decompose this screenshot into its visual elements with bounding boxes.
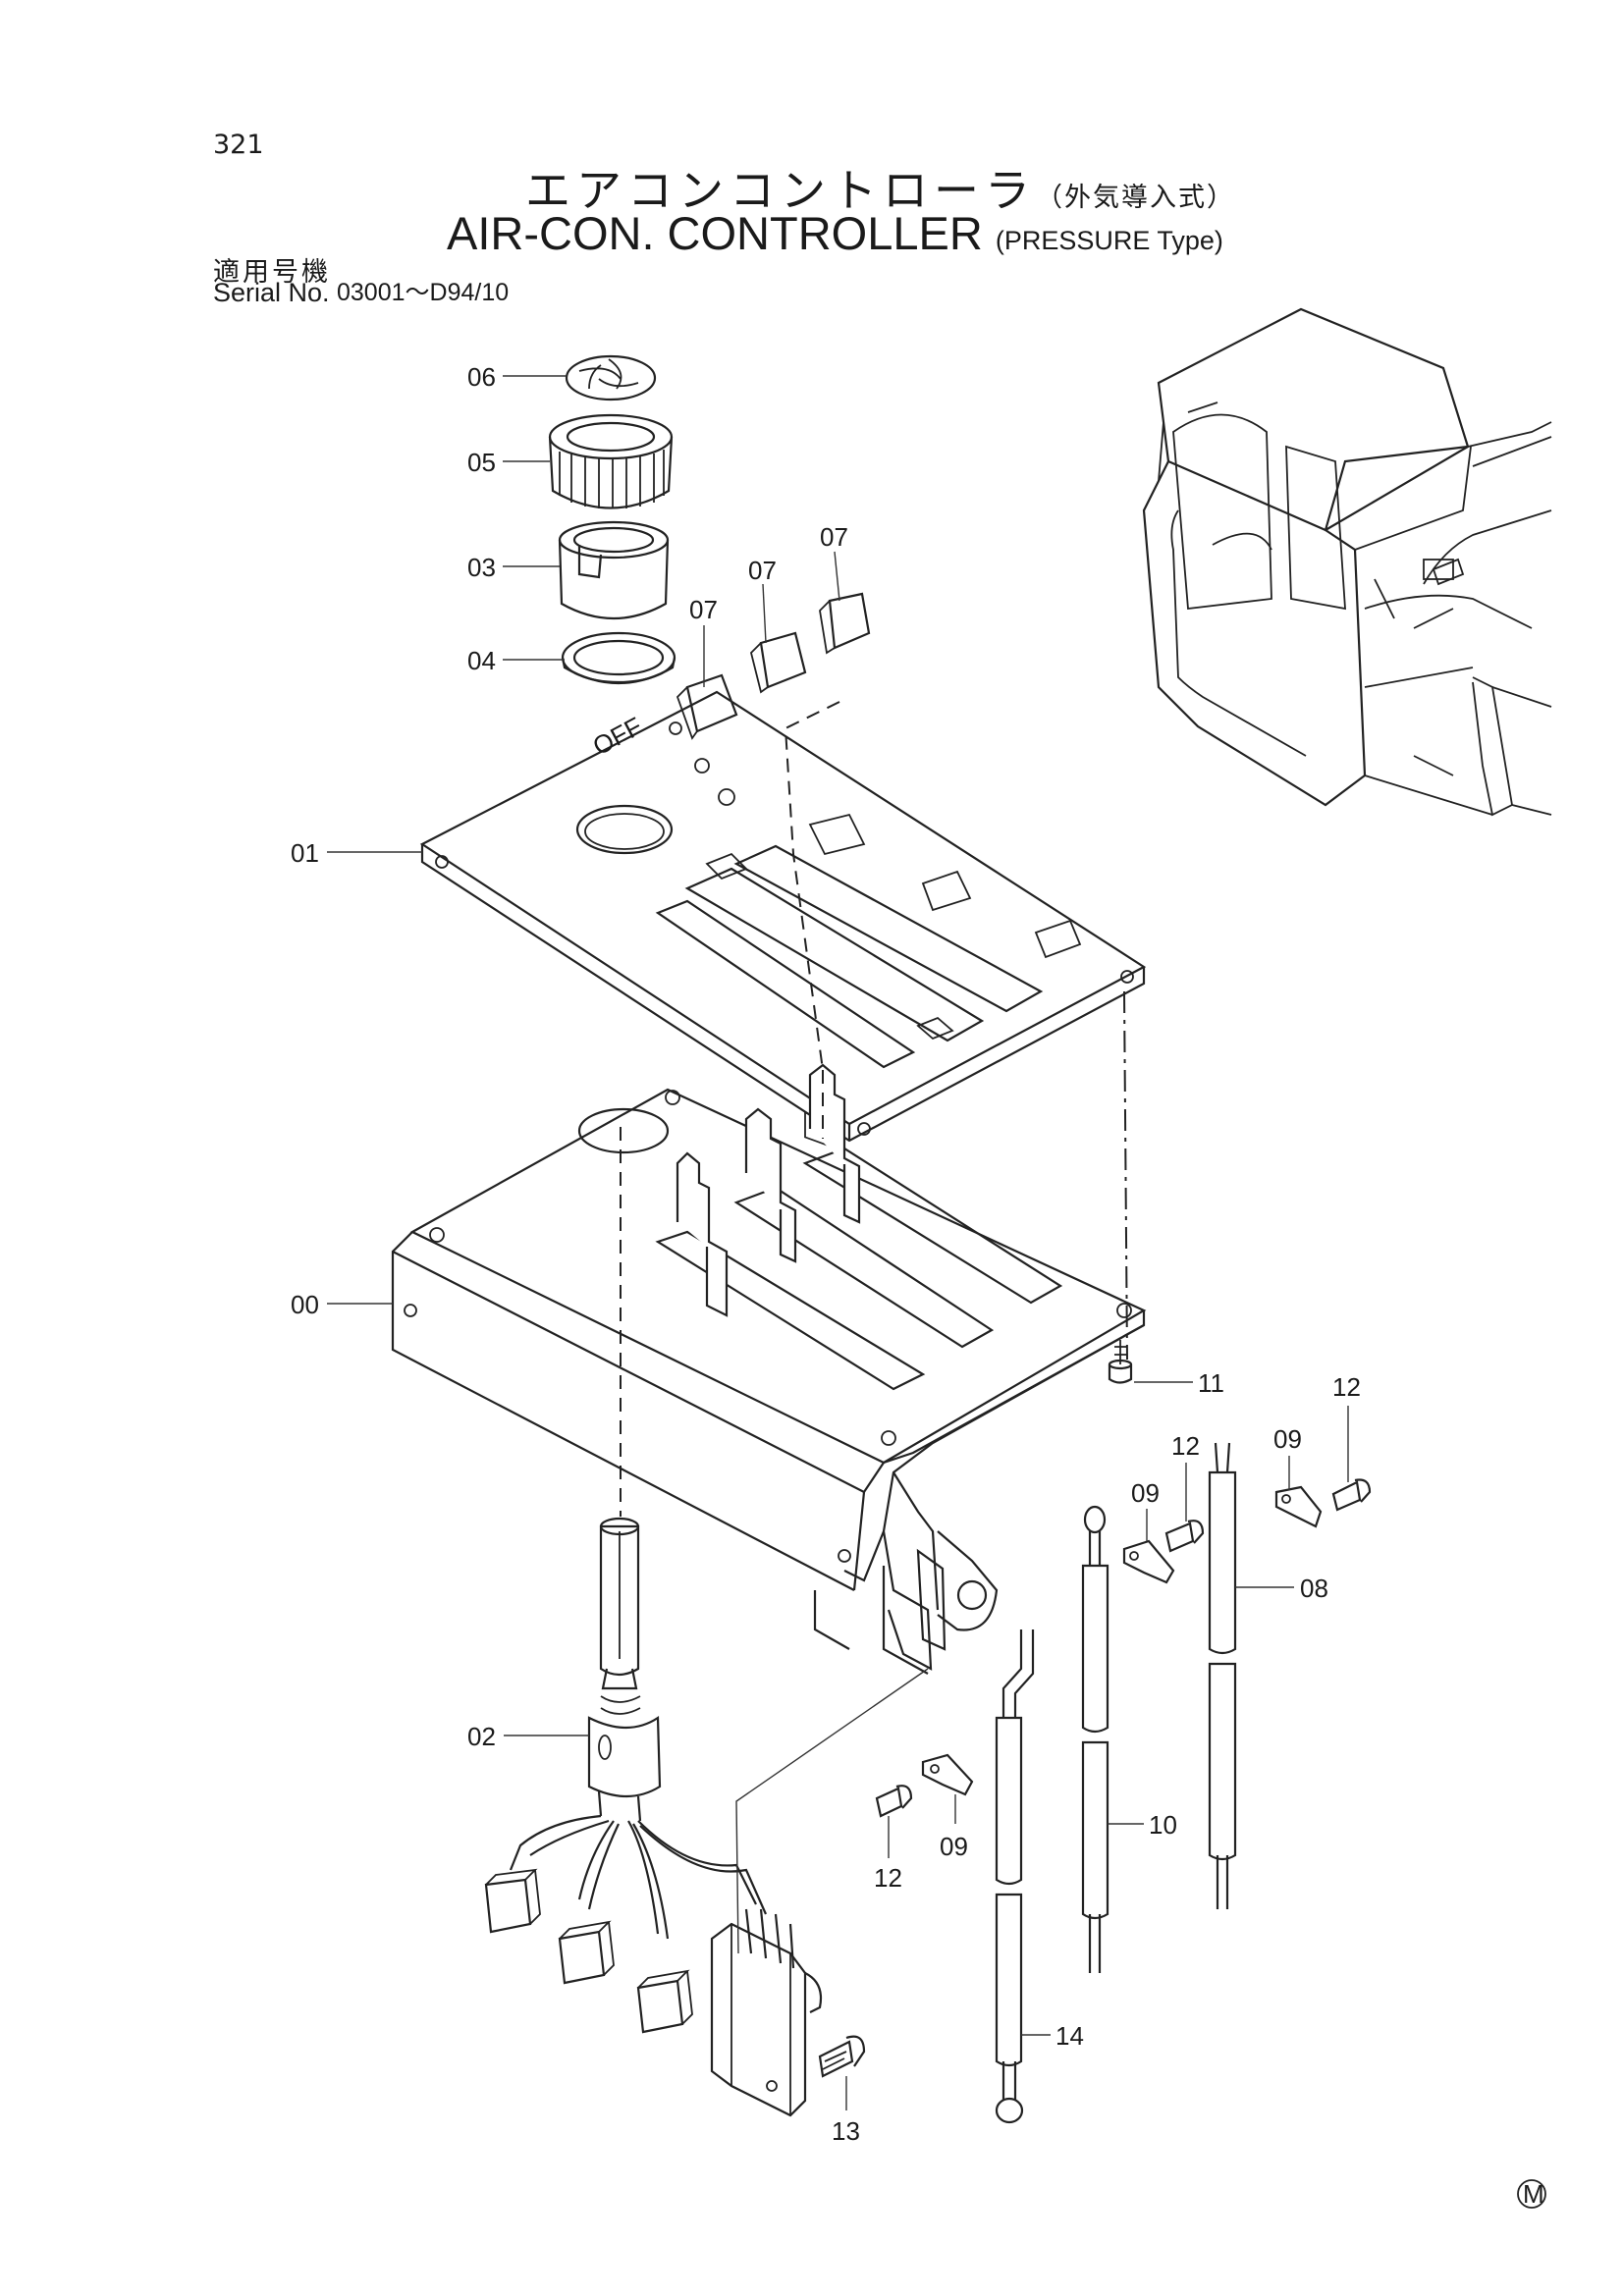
callout-01: 01 bbox=[291, 838, 319, 868]
cable-part-08 bbox=[1208, 1442, 1237, 1909]
circled-m-mark: M bbox=[1517, 2179, 1546, 2209]
callout-09-middle: 09 bbox=[1131, 1478, 1160, 1508]
housing-part-00 bbox=[391, 1063, 1147, 1675]
off-label: OFF bbox=[588, 711, 647, 761]
callout-07-left: 07 bbox=[689, 595, 718, 624]
callout-05: 05 bbox=[467, 448, 496, 477]
knob-parts bbox=[548, 354, 676, 685]
callout-12-right: 12 bbox=[1332, 1372, 1361, 1402]
callout-07-middle: 07 bbox=[748, 556, 777, 585]
callout-13: 13 bbox=[832, 2116, 860, 2146]
slider-knobs bbox=[676, 592, 871, 740]
callout-07-right: 07 bbox=[820, 522, 848, 552]
callout-08: 08 bbox=[1300, 1574, 1328, 1603]
serial-range: 03001～D94/10 bbox=[337, 279, 510, 306]
page-number: 321 bbox=[213, 130, 264, 160]
title-english-sub: (PRESSURE Type) bbox=[995, 226, 1223, 255]
callout-09-right: 09 bbox=[1273, 1424, 1302, 1454]
leader-lines bbox=[327, 375, 1349, 2110]
callout-12-middle: 12 bbox=[1171, 1431, 1200, 1461]
title-english-main: AIR-CON. CONTROLLER bbox=[447, 207, 983, 259]
callout-04: 04 bbox=[467, 646, 496, 675]
callout-09-left: 09 bbox=[940, 1832, 968, 1861]
screw-part-13 bbox=[818, 2035, 866, 2078]
title-japanese-sub: （外気導入式） bbox=[1036, 183, 1235, 213]
title-japanese-main: エアコンコントローラ bbox=[525, 164, 1036, 217]
callout-12-left: 12 bbox=[874, 1863, 902, 1893]
cable-part-10 bbox=[1081, 1505, 1109, 1973]
serial-label-english: Serial No. bbox=[213, 278, 330, 307]
clamps-part-09 bbox=[921, 1485, 1323, 1796]
title-english: AIR-CON. CONTROLLER (PRESSURE Type) bbox=[447, 206, 1223, 260]
cover-plate-part-01: OFF bbox=[419, 690, 1147, 1153]
excavator-cab-sketch bbox=[1142, 307, 1552, 817]
callout-06: 06 bbox=[467, 362, 496, 392]
mark-letter: M bbox=[1523, 2179, 1544, 2209]
callout-14: 14 bbox=[1055, 2021, 1084, 2051]
assembly-guide-lines bbox=[620, 701, 1128, 1954]
serial-label-japanese: 適用号機 bbox=[213, 257, 331, 288]
callout-10: 10 bbox=[1149, 1810, 1177, 1840]
cable-part-14 bbox=[995, 1629, 1035, 2124]
callout-11: 11 bbox=[1198, 1368, 1224, 1398]
title-japanese: エアコンコントローラ（外気導入式） bbox=[525, 155, 1235, 220]
callout-02: 02 bbox=[467, 1722, 496, 1751]
callout-00: 00 bbox=[291, 1290, 319, 1319]
callout-03: 03 bbox=[467, 553, 496, 582]
stud-part-11 bbox=[1108, 1340, 1133, 1384]
rotary-switch-part-02 bbox=[484, 1517, 823, 2117]
screws-part-12 bbox=[875, 1478, 1372, 1818]
callout-labels: 06 05 03 04 07 07 07 01 00 02 11 12 12 0… bbox=[291, 362, 1361, 2146]
